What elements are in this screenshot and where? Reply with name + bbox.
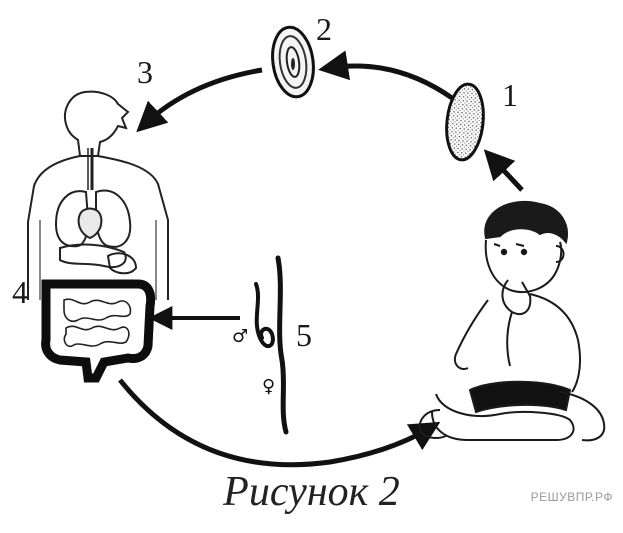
female-symbol: ♀: [262, 376, 275, 397]
arrow-child-to-egg: [492, 158, 522, 190]
egg-stage-2: [268, 25, 317, 100]
adult-worms: [256, 258, 286, 432]
child-figure: [420, 202, 605, 440]
male-symbol: ♂: [232, 326, 248, 347]
stage-label-4: 4: [12, 274, 28, 310]
arrow-egg1-to-egg2: [330, 66, 452, 98]
stage-label-3: 3: [137, 54, 153, 90]
arrow-egg2-to-human: [145, 70, 262, 124]
stage-label-5: 5: [296, 317, 312, 353]
stage-label-2: 2: [316, 11, 332, 47]
stage-label-1: 1: [502, 77, 518, 113]
intestine: [46, 284, 151, 378]
figure-caption: Рисунок 2: [0, 468, 623, 516]
watermark: РЕШУВПР.РФ: [531, 490, 613, 504]
